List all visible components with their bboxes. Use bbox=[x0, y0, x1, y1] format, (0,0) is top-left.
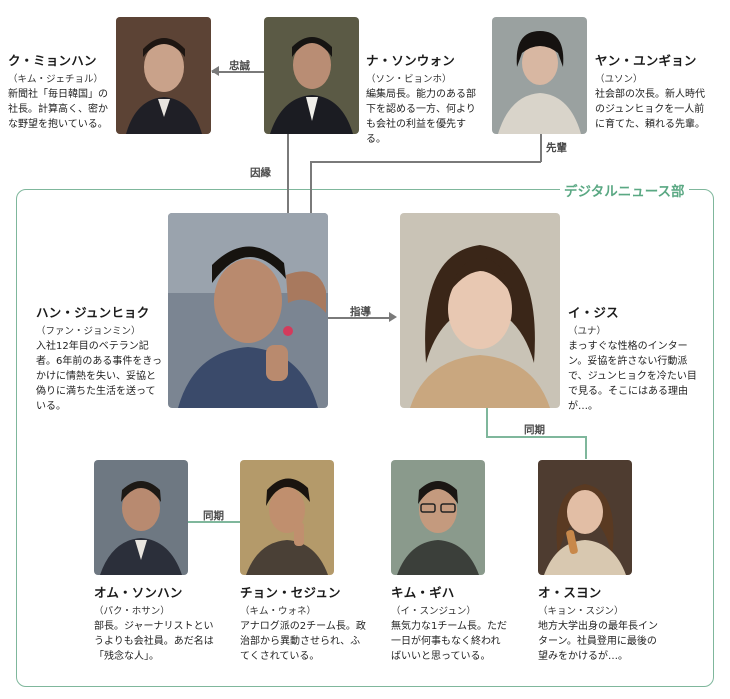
same-year-line-c bbox=[585, 436, 587, 459]
arrowhead-left-icon bbox=[211, 66, 219, 76]
character-jeon-sejun: チョン・セジュン （キム・ウォネ） アナログ派の2チーム長。政治部から異動させら… bbox=[240, 582, 368, 664]
character-actor: （ファン・ジョンミン） bbox=[36, 326, 141, 337]
arrowhead-right-icon bbox=[389, 312, 397, 322]
character-actor: （パク・ホサン） bbox=[94, 606, 170, 617]
photo-yang-yungyeong bbox=[492, 17, 587, 134]
relation-guidance: 指導 bbox=[350, 306, 371, 318]
character-lee-jisu: イ・ジス （ユナ） まっすぐな性格のインターン。妥協を許さない行動派で、ジュンヒ… bbox=[568, 302, 704, 414]
character-actor: （キョン・スジン） bbox=[538, 606, 624, 617]
character-name: オム・ソンハン bbox=[94, 585, 183, 600]
character-actor: （ソン・ビョンホ） bbox=[366, 74, 452, 85]
relation-connection: 因縁 bbox=[250, 167, 271, 179]
character-kim-giha: キム・ギハ （イ・スンジュン） 無気力な1チーム長。ただ一日が何事もなく終われば… bbox=[391, 582, 509, 664]
character-om-seonghan: オム・ソンハン （パク・ホサン） 部長。ジャーナリストというよりも会社員。あだ名… bbox=[94, 582, 214, 664]
character-description: まっすぐな性格のインターン。妥協を許さない行動派で、ジュンヒョクを冷たい目で見る… bbox=[568, 341, 697, 412]
relation-senior: 先輩 bbox=[546, 142, 567, 154]
character-name: ナ・ソンウォン bbox=[366, 53, 455, 68]
photo-ku-myeonghan bbox=[116, 17, 211, 134]
relation-same-year-leaders: 同期 bbox=[203, 510, 224, 522]
character-name: イ・ジス bbox=[568, 305, 619, 320]
senior-line-b bbox=[310, 161, 541, 163]
loyalty-line bbox=[212, 71, 264, 73]
photo-oh-suyeon bbox=[538, 460, 632, 575]
character-description: アナログ派の2チーム長。政治部から異動させられ、ふてくされている。 bbox=[240, 621, 366, 662]
character-actor: （イ・スンジュン） bbox=[391, 606, 476, 617]
character-name: ハン・ジュンヒョク bbox=[36, 305, 150, 320]
same-year-line-b bbox=[486, 436, 586, 438]
department-label: デジタルニュース部 bbox=[560, 180, 689, 200]
photo-kim-giha bbox=[391, 460, 485, 575]
same-year-line-leaders bbox=[188, 521, 240, 523]
department-frame bbox=[16, 189, 714, 687]
character-description: 社会部の次長。新人時代のジュンヒョクを一人前に育てた、頼れる先輩。 bbox=[595, 89, 705, 130]
relation-same-year-interns: 同期 bbox=[524, 424, 545, 436]
character-name: オ・スヨン bbox=[538, 585, 602, 600]
photo-lee-jisu bbox=[400, 213, 560, 408]
character-description: 入社12年目のベテラン記者。6年前のある事件をきっかけに情熱を失い、妥協と偽りに… bbox=[36, 341, 162, 412]
photo-om-seonghan bbox=[94, 460, 188, 575]
photo-na-seongwon bbox=[264, 17, 359, 134]
character-oh-suyeon: オ・スヨン （キョン・スジン） 地方大学出身の最年長インターン。社員登用に最後の… bbox=[538, 582, 666, 664]
character-actor: （ユナ） bbox=[568, 326, 607, 337]
character-description: 新聞社「毎日韓国」の社長。計算高く、密かな野望を抱いている。 bbox=[8, 89, 108, 130]
character-name: ク・ミョンハン bbox=[8, 53, 97, 68]
connection-line-a bbox=[287, 134, 289, 213]
guidance-line bbox=[328, 317, 390, 319]
senior-line-a bbox=[540, 134, 542, 162]
character-actor: （キム・ジェチョル） bbox=[8, 74, 104, 85]
relation-loyalty: 忠誠 bbox=[229, 60, 250, 72]
connection-line-b bbox=[310, 162, 312, 213]
character-actor: （ユソン） bbox=[595, 74, 643, 85]
character-description: 部長。ジャーナリストというよりも会社員。あだ名は「残念な人」。 bbox=[94, 621, 214, 662]
character-yang-yungyeong: ヤン・ユンギョン （ユソン） 社会部の次長。新人時代のジュンヒョクを一人前に育て… bbox=[595, 50, 710, 132]
character-ku-myeonghan: ク・ミョンハン （キム・ジェチョル） 新聞社「毎日韓国」の社長。計算高く、密かな… bbox=[8, 50, 112, 132]
character-description: 編集局長。能力のある部下を認める一方、何よりも会社の利益を優先する。 bbox=[366, 89, 476, 145]
character-han-junhyeok: ハン・ジュンヒョク （ファン・ジョンミン） 入社12年目のベテラン記者。6年前の… bbox=[36, 302, 164, 414]
character-description: 地方大学出身の最年長インターン。社員登用に最後の望みをかけるが…。 bbox=[538, 621, 658, 662]
photo-han-junhyeok bbox=[168, 213, 328, 408]
character-name: キム・ギハ bbox=[391, 585, 455, 600]
character-na-seongwon: ナ・ソンウォン （ソン・ビョンホ） 編集局長。能力のある部下を認める一方、何より… bbox=[366, 50, 478, 147]
same-year-line-a bbox=[486, 408, 488, 437]
character-name: ヤン・ユンギョン bbox=[595, 53, 697, 68]
photo-jeon-sejun bbox=[240, 460, 334, 575]
character-name: チョン・セジュン bbox=[240, 585, 341, 600]
character-description: 無気力な1チーム長。ただ一日が何事もなく終わればいいと思っている。 bbox=[391, 621, 508, 662]
character-actor: （キム・ウォネ） bbox=[240, 606, 317, 617]
